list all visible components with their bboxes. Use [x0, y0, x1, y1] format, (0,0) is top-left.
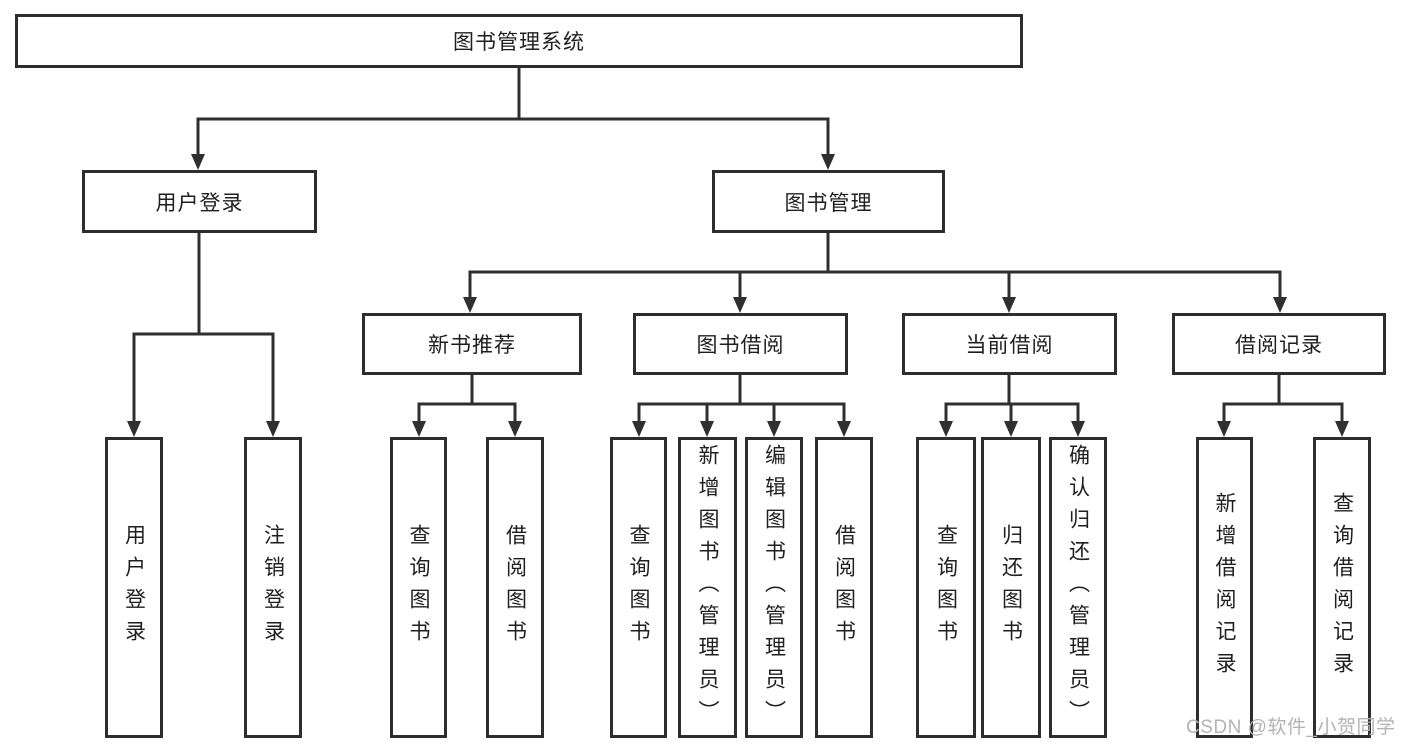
- node-leaf-edit-books-admin: 编辑图书（管理员）: [745, 437, 803, 738]
- connector-book-borrow-branch: [637, 402, 846, 423]
- node-root-system: 图书管理系统: [15, 14, 1023, 68]
- node-label: 借阅记录: [1235, 334, 1323, 357]
- node-label: 当前借阅: [965, 334, 1054, 357]
- connector-book-mgmt-branch: [468, 270, 1282, 299]
- node-label: 注销登录: [261, 523, 285, 652]
- node-book-management: 图书管理: [712, 170, 945, 233]
- node-label: 新增图书（管理员）: [696, 443, 719, 732]
- node-label: 新增借阅记录: [1213, 491, 1236, 684]
- node-current-borrow: 当前借阅: [902, 313, 1117, 375]
- node-book-borrow: 图书借阅: [633, 313, 848, 375]
- node-leaf-confirm-return-admin: 确认归还（管理员）: [1049, 437, 1107, 738]
- node-label: 图书借阅: [696, 334, 785, 357]
- node-label: 用户登录: [122, 523, 146, 652]
- node-borrow-record: 借阅记录: [1172, 313, 1386, 375]
- node-label: 图书管理系统: [453, 31, 585, 54]
- node-leaf-user-login: 用户登录: [105, 437, 163, 738]
- node-leaf-logout: 注销登录: [244, 437, 302, 738]
- node-label: 用户登录: [155, 191, 244, 215]
- connector-root-branch: [196, 117, 830, 156]
- node-leaf-add-borrow-record: 新增借阅记录: [1196, 437, 1253, 738]
- node-label: 查询借阅记录: [1330, 491, 1354, 684]
- node-label: 查询图书: [934, 523, 958, 652]
- node-label: 确认归还（管理员）: [1066, 443, 1090, 732]
- node-label: 归还图书: [999, 523, 1023, 652]
- csdn-watermark: CSDN @软件_小贺同学: [1186, 717, 1396, 738]
- node-leaf-query-books-1: 查询图书: [390, 437, 447, 738]
- node-new-book-recommend: 新书推荐: [362, 313, 582, 375]
- node-label: 查询图书: [407, 523, 430, 652]
- node-leaf-return-books: 归还图书: [981, 437, 1041, 738]
- arrowheads: [127, 154, 1349, 437]
- node-leaf-borrow-books-1: 借阅图书: [486, 437, 544, 738]
- connector-user-login-branch: [132, 332, 275, 423]
- connector-new-book-branch: [417, 402, 517, 423]
- node-leaf-add-books-admin: 新增图书（管理员）: [678, 437, 737, 738]
- node-leaf-query-books-3: 查询图书: [916, 437, 976, 738]
- node-leaf-query-borrow-record: 查询借阅记录: [1313, 437, 1371, 738]
- connector-borrow-record-branch: [1222, 402, 1344, 423]
- node-leaf-query-books-2: 查询图书: [610, 437, 667, 738]
- node-label: 借阅图书: [832, 523, 856, 652]
- node-label: 新书推荐: [428, 334, 516, 357]
- node-label: 编辑图书（管理员）: [762, 443, 786, 732]
- node-label: 借阅图书: [503, 523, 527, 652]
- node-leaf-borrow-books-2: 借阅图书: [815, 437, 873, 738]
- node-label: 查询图书: [627, 523, 650, 652]
- node-label: 图书管理: [784, 191, 873, 215]
- node-user-login: 用户登录: [82, 170, 317, 233]
